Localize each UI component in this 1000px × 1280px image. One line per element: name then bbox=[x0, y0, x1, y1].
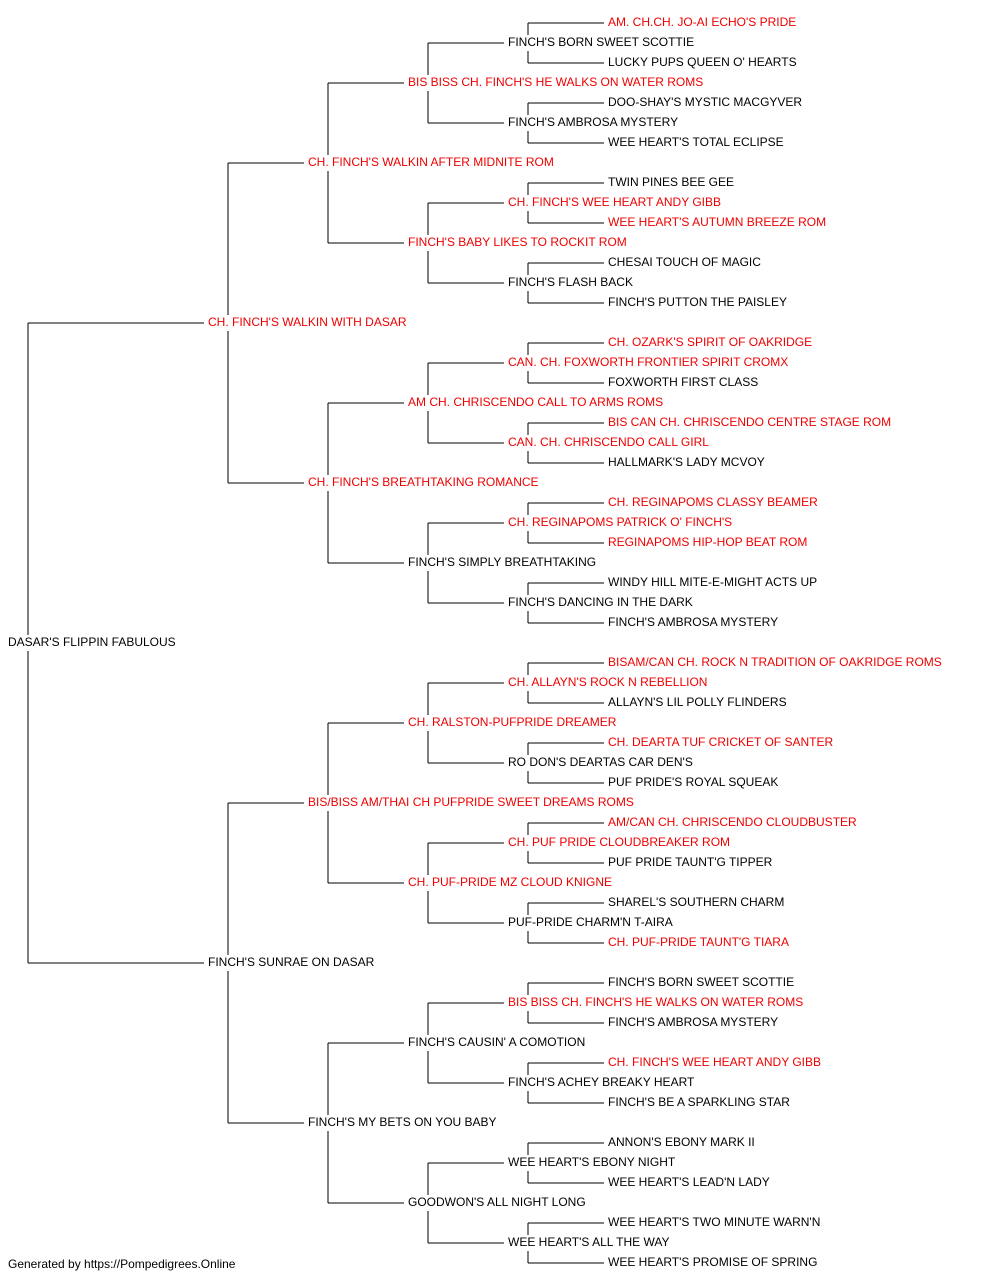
ancestor-dam-sire-sire-sire-dam-name: ALLAYN'S LIL POLLY FLINDERS bbox=[608, 695, 787, 709]
ancestor-sire-dam-dam-dam-name: FINCH'S DANCING IN THE DARK bbox=[508, 595, 693, 609]
ancestor-dam-sire-sire-dam-sire-name: CH. DEARTA TUF CRICKET OF SANTER bbox=[608, 735, 833, 749]
ancestor-dam-dam-sire-dam-name: FINCH'S ACHEY BREAKY HEART bbox=[508, 1075, 695, 1089]
ancestor-dam-dam-name: FINCH'S MY BETS ON YOU BABY bbox=[308, 1115, 497, 1129]
ancestor-dam-sire-dam-sire-dam-name: PUF PRIDE TAUNT'G TIPPER bbox=[608, 855, 773, 869]
ancestor-dam-dam-dam-sire-name: WEE HEART'S EBONY NIGHT bbox=[508, 1155, 676, 1169]
ancestor-sire-dam-dam-sire-sire-name: CH. REGINAPOMS CLASSY BEAMER bbox=[608, 495, 818, 509]
ancestor-sire-dam-sire-dam-dam-name: HALLMARK'S LADY MCVOY bbox=[608, 455, 765, 469]
ancestor-dam-dam-dam-dam-name: WEE HEART'S ALL THE WAY bbox=[508, 1235, 669, 1249]
ancestor-sire-sire-dam-dam-name: FINCH'S FLASH BACK bbox=[508, 275, 633, 289]
ancestor-dam-sire-sire-sire-sire-name: BISAM/CAN CH. ROCK N TRADITION OF OAKRID… bbox=[608, 655, 942, 669]
ancestor-dam-dam-sire-sire-dam-name: FINCH'S AMBROSA MYSTERY bbox=[608, 1015, 778, 1029]
ancestor-sire-sire-sire-sire-dam-name: LUCKY PUPS QUEEN O' HEARTS bbox=[608, 55, 797, 69]
ancestor-sire-dam-dam-sire-name: CH. REGINAPOMS PATRICK O' FINCH'S bbox=[508, 515, 732, 529]
ancestor-sire-sire-dam-sire-name: CH. FINCH'S WEE HEART ANDY GIBB bbox=[508, 195, 721, 209]
ancestor-sire-dam-dam-name: FINCH'S SIMPLY BREATHTAKING bbox=[408, 555, 596, 569]
ancestor-sire-dam-name: CH. FINCH'S BREATHTAKING ROMANCE bbox=[308, 475, 539, 489]
ancestor-sire-sire-sire-dam-name: FINCH'S AMBROSA MYSTERY bbox=[508, 115, 678, 129]
ancestor-sire-dam-sire-sire-sire-name: CH. OZARK'S SPIRIT OF OAKRIDGE bbox=[608, 335, 812, 349]
ancestor-dam-sire-sire-sire-name: CH. ALLAYN'S ROCK N REBELLION bbox=[508, 675, 707, 689]
ancestor-sire-sire-sire-dam-sire-name: DOO-SHAY'S MYSTIC MACGYVER bbox=[608, 95, 802, 109]
subject-name: DASAR'S FLIPPIN FABULOUS bbox=[8, 635, 176, 649]
ancestor-sire-sire-sire-sire-name: FINCH'S BORN SWEET SCOTTIE bbox=[508, 35, 694, 49]
ancestor-sire-sire-dam-sire-sire-name: TWIN PINES BEE GEE bbox=[608, 175, 734, 189]
ancestor-sire-dam-sire-dam-name: CAN. CH. CHRISCENDO CALL GIRL bbox=[508, 435, 709, 449]
ancestor-sire-sire-name: CH. FINCH'S WALKIN AFTER MIDNITE ROM bbox=[308, 155, 554, 169]
ancestor-sire-dam-dam-sire-dam-name: REGINAPOMS HIP-HOP BEAT ROM bbox=[608, 535, 807, 549]
ancestor-sire-sire-dam-sire-dam-name: WEE HEART'S AUTUMN BREEZE ROM bbox=[608, 215, 826, 229]
ancestor-dam-sire-sire-name: CH. RALSTON-PUFPRIDE DREAMER bbox=[408, 715, 617, 729]
ancestor-sire-dam-dam-dam-dam-name: FINCH'S AMBROSA MYSTERY bbox=[608, 615, 778, 629]
ancestor-dam-dam-sire-sire-name: BIS BISS CH. FINCH'S HE WALKS ON WATER R… bbox=[508, 995, 803, 1009]
ancestor-sire-dam-sire-sire-name: CAN. CH. FOXWORTH FRONTIER SPIRIT CROMX bbox=[508, 355, 788, 369]
ancestor-sire-name: CH. FINCH'S WALKIN WITH DASAR bbox=[208, 315, 407, 329]
ancestor-sire-sire-sire-dam-dam-name: WEE HEART'S TOTAL ECLIPSE bbox=[608, 135, 784, 149]
ancestor-dam-dam-dam-sire-dam-name: WEE HEART'S LEAD'N LADY bbox=[608, 1175, 770, 1189]
ancestor-dam-dam-dam-dam-dam-name: WEE HEART'S PROMISE OF SPRING bbox=[608, 1255, 817, 1269]
ancestor-dam-sire-dam-sire-sire-name: AM/CAN CH. CHRISCENDO CLOUDBUSTER bbox=[608, 815, 857, 829]
ancestor-sire-sire-dam-name: FINCH'S BABY LIKES TO ROCKIT ROM bbox=[408, 235, 627, 249]
ancestor-dam-sire-sire-dam-name: RO DON'S DEARTAS CAR DEN'S bbox=[508, 755, 693, 769]
ancestor-dam-dam-dam-name: GOODWON'S ALL NIGHT LONG bbox=[408, 1195, 586, 1209]
ancestor-dam-sire-sire-dam-dam-name: PUF PRIDE'S ROYAL SQUEAK bbox=[608, 775, 778, 789]
ancestor-sire-dam-sire-dam-sire-name: BIS CAN CH. CHRISCENDO CENTRE STAGE ROM bbox=[608, 415, 891, 429]
ancestor-sire-dam-sire-name: AM CH. CHRISCENDO CALL TO ARMS ROMS bbox=[408, 395, 663, 409]
ancestor-dam-sire-dam-dam-name: PUF-PRIDE CHARM'N T-AIRA bbox=[508, 915, 673, 929]
ancestor-dam-sire-dam-dam-dam-name: CH. PUF-PRIDE TAUNT'G TIARA bbox=[608, 935, 789, 949]
ancestor-dam-dam-dam-sire-sire-name: ANNON'S EBONY MARK II bbox=[608, 1135, 755, 1149]
ancestor-dam-dam-sire-sire-sire-name: FINCH'S BORN SWEET SCOTTIE bbox=[608, 975, 794, 989]
footer-credit: Generated by https://Pompedigrees.Online bbox=[8, 1257, 236, 1271]
ancestor-sire-sire-sire-sire-sire-name: AM. CH.CH. JO-AI ECHO'S PRIDE bbox=[608, 15, 796, 29]
ancestor-dam-dam-sire-name: FINCH'S CAUSIN' A COMOTION bbox=[408, 1035, 585, 1049]
ancestor-sire-sire-dam-dam-sire-name: CHESAI TOUCH OF MAGIC bbox=[608, 255, 761, 269]
ancestor-dam-sire-dam-name: CH. PUF-PRIDE MZ CLOUD KNIGNE bbox=[408, 875, 612, 889]
ancestor-dam-sire-dam-dam-sire-name: SHAREL'S SOUTHERN CHARM bbox=[608, 895, 784, 909]
ancestor-dam-sire-dam-sire-name: CH. PUF PRIDE CLOUDBREAKER ROM bbox=[508, 835, 730, 849]
ancestor-dam-name: FINCH'S SUNRAE ON DASAR bbox=[208, 955, 375, 969]
ancestor-sire-sire-sire-name: BIS BISS CH. FINCH'S HE WALKS ON WATER R… bbox=[408, 75, 703, 89]
ancestor-dam-dam-sire-dam-sire-name: CH. FINCH'S WEE HEART ANDY GIBB bbox=[608, 1055, 821, 1069]
ancestor-dam-sire-name: BIS/BISS AM/THAI CH PUFPRIDE SWEET DREAM… bbox=[308, 795, 634, 809]
ancestor-sire-sire-dam-dam-dam-name: FINCH'S PUTTON THE PAISLEY bbox=[608, 295, 787, 309]
ancestor-dam-dam-dam-dam-sire-name: WEE HEART'S TWO MINUTE WARN'N bbox=[608, 1215, 820, 1229]
ancestor-sire-dam-sire-sire-dam-name: FOXWORTH FIRST CLASS bbox=[608, 375, 758, 389]
ancestor-dam-dam-sire-dam-dam-name: FINCH'S BE A SPARKLING STAR bbox=[608, 1095, 790, 1109]
ancestor-sire-dam-dam-dam-sire-name: WINDY HILL MITE-E-MIGHT ACTS UP bbox=[608, 575, 817, 589]
